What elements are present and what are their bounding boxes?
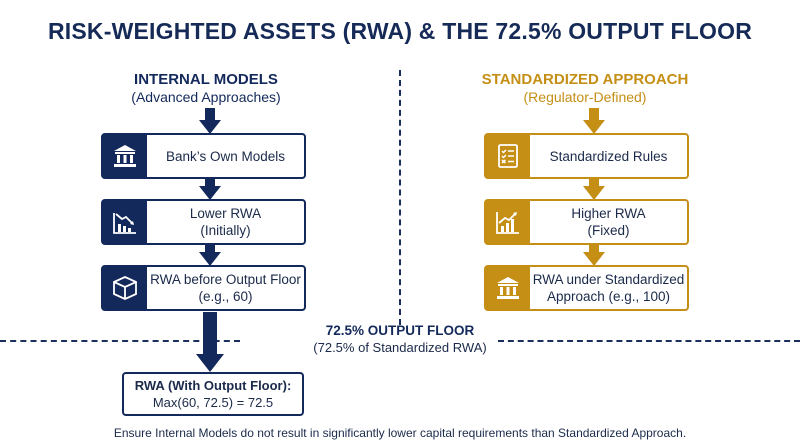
arrow-down-icon bbox=[199, 178, 221, 200]
rising-chart-icon bbox=[486, 201, 530, 243]
arrow-down-icon bbox=[199, 244, 221, 266]
rwa-with-floor-box: RWA (With Output Floor): Max(60, 72.5) =… bbox=[122, 372, 304, 416]
internal-models-heading: INTERNAL MODELS bbox=[134, 71, 278, 88]
column-divider bbox=[399, 70, 401, 325]
step-label: Higher RWA bbox=[571, 206, 646, 221]
step-detail: (e.g., 60) bbox=[198, 289, 253, 304]
standardized-rules-box: Standardized Rules bbox=[484, 133, 689, 179]
arrow-down-icon bbox=[583, 108, 605, 134]
banks-own-models-box: Bank’s Own Models bbox=[101, 133, 306, 179]
step-label: Lower RWA bbox=[189, 206, 262, 221]
checklist-icon bbox=[486, 135, 530, 177]
step-label: Standardized Rules bbox=[549, 148, 668, 164]
arrow-down-icon bbox=[583, 244, 605, 266]
output-floor-subtitle: (72.5% of Standardized RWA) bbox=[313, 340, 487, 355]
lower-rwa-box: Lower RWA (Initially) bbox=[101, 199, 306, 245]
rwa-standardized-box: RWA under Standardized Approach (e.g., 1… bbox=[484, 265, 689, 311]
result-title: RWA (With Output Floor): bbox=[134, 378, 292, 393]
floor-line-left bbox=[0, 340, 240, 342]
bank-icon bbox=[103, 135, 147, 177]
standardized-approach-heading: STANDARDIZED APPROACH bbox=[481, 71, 689, 88]
result-formula: Max(60, 72.5) = 72.5 bbox=[152, 395, 274, 410]
arrow-down-icon bbox=[199, 108, 221, 134]
declining-chart-icon bbox=[103, 201, 147, 243]
page-title: RISK-WEIGHTED ASSETS (RWA) & THE 72.5% O… bbox=[47, 18, 753, 44]
output-floor-title: 72.5% OUTPUT FLOOR bbox=[325, 323, 475, 338]
internal-models-subheading: (Advanced Approaches) bbox=[131, 89, 281, 105]
step-label: RWA under Standardized bbox=[532, 272, 685, 287]
step-detail: (Fixed) bbox=[587, 223, 630, 238]
higher-rwa-box: Higher RWA (Fixed) bbox=[484, 199, 689, 245]
step-detail: Approach (e.g., 100) bbox=[546, 289, 671, 304]
step-label: RWA before Output Floor bbox=[150, 272, 301, 287]
rwa-before-floor-box: RWA before Output Floor (e.g., 60) bbox=[101, 265, 306, 311]
step-label: Bank’s Own Models bbox=[165, 148, 286, 164]
cube-icon bbox=[103, 267, 147, 309]
arrow-down-icon bbox=[583, 178, 605, 200]
arrow-down-icon bbox=[196, 312, 224, 372]
standardized-approach-subheading: (Regulator-Defined) bbox=[523, 89, 647, 105]
step-detail: (Initially) bbox=[200, 223, 251, 238]
footnote: Ensure Internal Models do not result in … bbox=[113, 426, 687, 440]
bank-icon bbox=[486, 267, 530, 309]
floor-line-right bbox=[498, 340, 800, 342]
